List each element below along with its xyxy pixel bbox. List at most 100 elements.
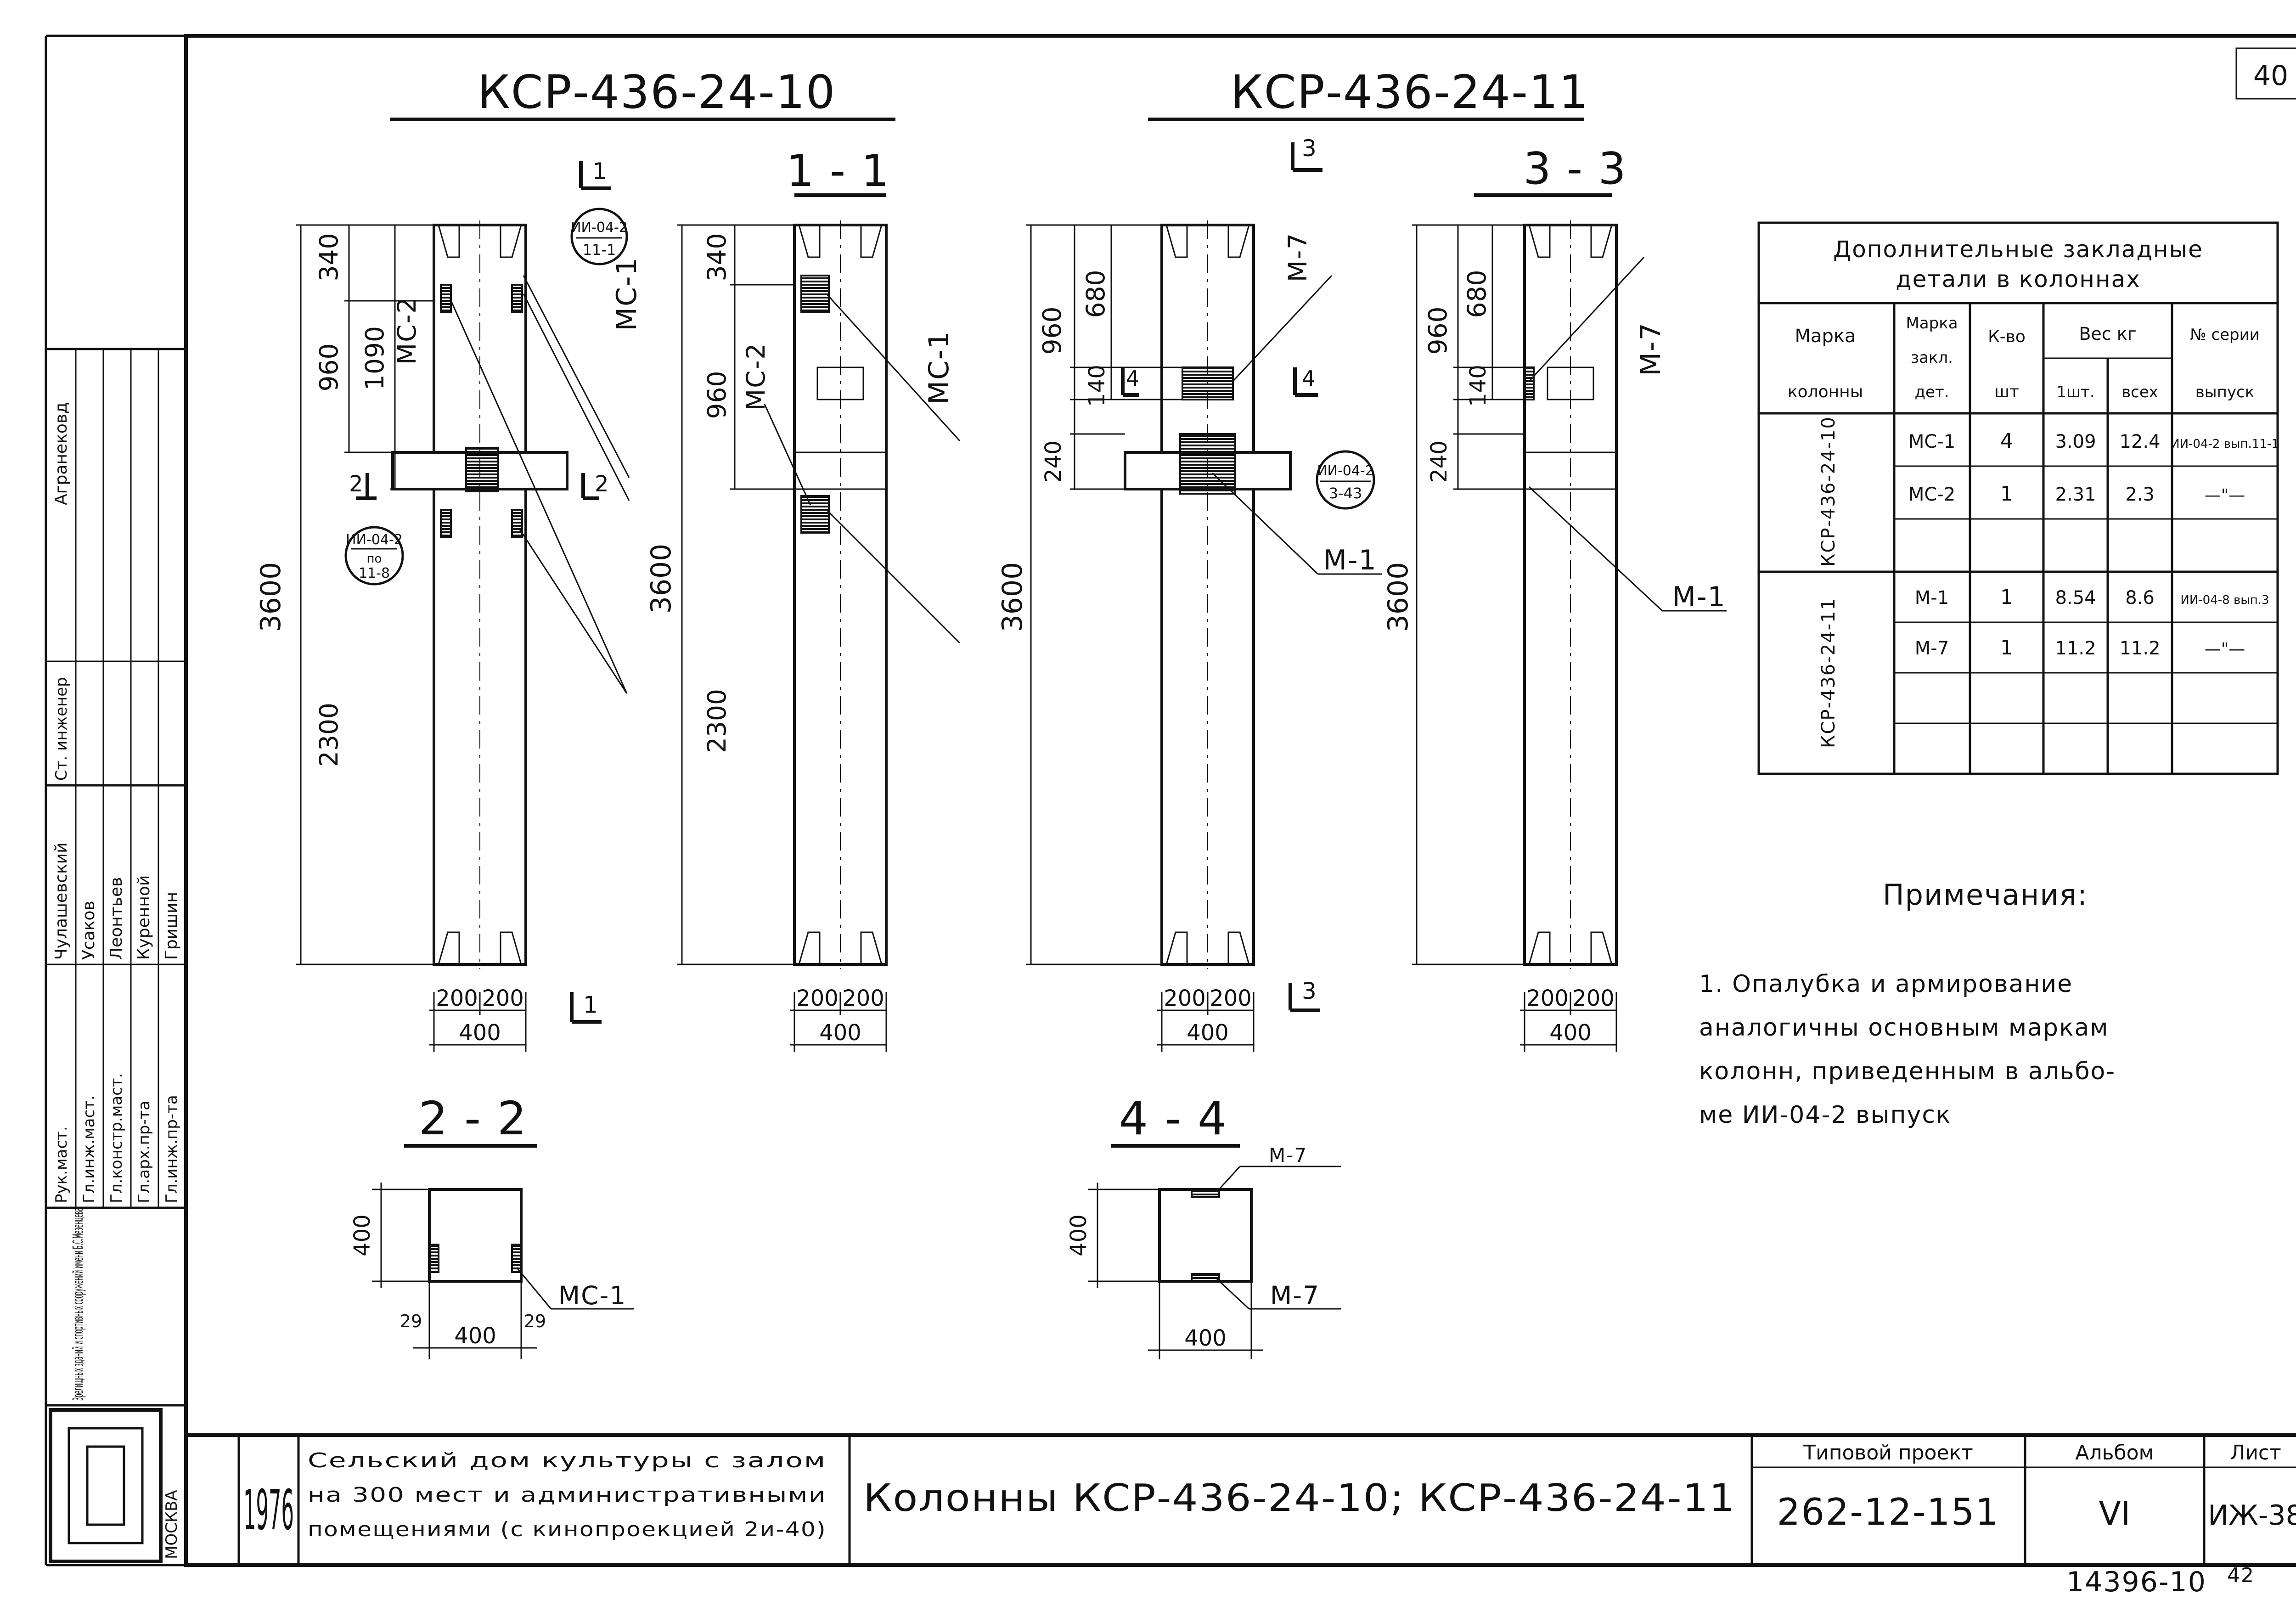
svg-text:1: 1 — [2000, 636, 2013, 659]
cut-2-right: 2 — [581, 471, 609, 500]
dim-960-s: 960 — [702, 371, 732, 419]
section-title-4-4: 4 - 4 — [1119, 1092, 1228, 1145]
svg-text:4: 4 — [1126, 366, 1139, 391]
stamp-name-4: Гришин — [162, 892, 181, 960]
dim-200h: 200 — [1572, 986, 1615, 1011]
cut-3-top: 3 — [1291, 135, 1322, 172]
project-line-2: на 300 мест и административными — [308, 1483, 827, 1507]
sheet-label: Лист — [2230, 1441, 2281, 1465]
th-col5a: № серии — [2190, 326, 2260, 344]
dim-200a: 200 — [436, 986, 478, 1011]
table-group-1-mark: КСР-436-24-10 — [1818, 416, 1839, 567]
page-top-number: 40 — [2253, 60, 2288, 92]
stamp-role-3: Гл.арх.пр-та — [135, 1101, 153, 1203]
dim-200d: 200 — [842, 986, 884, 1011]
callout-ii-04-2-po-11-8: ИИ-04-2 по 11-8 — [344, 526, 404, 586]
stamp-role-2: Гл.констр.маст. — [107, 1073, 126, 1203]
column-ksr-10-front — [391, 220, 568, 969]
section-title-1-1: 1 - 1 — [786, 146, 890, 197]
cut-4-right: 4 — [1293, 366, 1318, 397]
note-line-2: аналогичны основным маркам — [1699, 1014, 2109, 1042]
notes-heading: Примечания: — [1883, 878, 2088, 912]
page-top-box — [2235, 47, 2296, 100]
album-label: Альбом — [2075, 1441, 2154, 1465]
svg-text:2.3: 2.3 — [2125, 484, 2155, 505]
label-m7: М-7 — [1283, 232, 1312, 282]
svg-text:1: 1 — [583, 992, 598, 1018]
dim-960-3: 960 — [1037, 307, 1067, 355]
table-title-2: детали в колоннах — [1896, 266, 2141, 293]
left-drawing-title: КСР-436-24-10 — [478, 65, 836, 119]
label-mc2-s: МС-2 — [741, 343, 771, 411]
th-col2a: Марка — [1906, 314, 1958, 332]
svg-text:3: 3 — [1302, 135, 1317, 162]
left-stamp: Рук.маст. Гл.инж.маст. Гл.констр.маст. Г… — [46, 348, 186, 1563]
right-drawing-title: КСР-436-24-11 — [1231, 65, 1589, 119]
sheet-number: ИЖ-38 — [2208, 1499, 2296, 1532]
callout-ii-04-2-11-1: ИИ-04-2 11-1 — [570, 208, 628, 265]
column-ksr-11-front — [1124, 220, 1292, 969]
title-block: 1976 Сельский дом культуры с залом на 30… — [186, 1433, 2296, 1565]
svg-text:ИИ-04-2: ИИ-04-2 — [346, 532, 403, 548]
label-m7-44b: М-7 — [1270, 1281, 1320, 1310]
cut-3-bottom: 3 — [1289, 978, 1320, 1012]
svg-text:ИИ-04-2 вып.11-1: ИИ-04-2 вып.11-1 — [2171, 437, 2279, 451]
sheet-title: Колонны КСР-436-24-10; КСР-436-24-11 — [863, 1476, 1736, 1520]
dim-29a: 29 — [400, 1311, 422, 1331]
svg-text:3: 3 — [1302, 978, 1317, 1004]
table-title-1: Дополнительные закладные — [1833, 236, 2203, 263]
th-col4b: всех — [2122, 383, 2158, 401]
cut-4-left: 4 — [1121, 366, 1139, 397]
svg-text:11.2: 11.2 — [2055, 638, 2096, 659]
dim-340: 340 — [314, 233, 343, 282]
section-4-4: 400 400 М-7 М-7 — [1066, 1144, 1341, 1359]
dim-340-s: 340 — [702, 233, 732, 282]
svg-text:—"—: —"— — [2205, 640, 2245, 659]
dim-1090: 1090 — [360, 326, 389, 390]
th-col5b: выпуск — [2195, 383, 2254, 401]
archive-page: 42 — [2227, 1564, 2255, 1587]
svg-text:М-1: М-1 — [1915, 587, 1949, 608]
typ-project-label: Типовой проект — [1803, 1441, 1973, 1465]
dim-240: 240 — [1041, 440, 1066, 483]
project-line-3: помещениями (с кинопроекцией 2и-40) — [308, 1518, 827, 1541]
dim-200c: 200 — [796, 986, 838, 1011]
section-title-2-2: 2 - 2 — [419, 1092, 528, 1145]
svg-text:8.6: 8.6 — [2125, 587, 2155, 608]
svg-text:12.4: 12.4 — [2119, 431, 2160, 452]
label-m7-44a: М-7 — [1269, 1144, 1307, 1166]
typ-project-number: 262-12-151 — [1777, 1491, 2000, 1533]
stamp-role-4: Гл.инж.пр-та — [163, 1095, 181, 1203]
svg-text:3.09: 3.09 — [2055, 431, 2096, 452]
note-line-3: колонн, приведенным в альбо- — [1699, 1058, 2116, 1085]
cut-1-bottom: 1 — [570, 992, 602, 1024]
th-col3b: шт — [1994, 383, 2019, 401]
dim-400-22v: 400 — [349, 1214, 375, 1256]
dim-2300-s: 2300 — [702, 689, 732, 753]
dim-400-4: 400 — [1549, 1020, 1592, 1046]
stamp-city: МОСКВА — [163, 1490, 181, 1559]
svg-text:4: 4 — [1302, 366, 1315, 391]
th-col4a: 1шт. — [2056, 383, 2094, 401]
stamp-name-1: Усаков — [79, 901, 98, 960]
note-line-4: ме ИИ-04-2 выпуск — [1699, 1101, 1951, 1129]
column-section-3-3 — [1523, 220, 1618, 969]
label-m1-s: М-1 — [1672, 581, 1726, 613]
label-mc1-22: МС-1 — [558, 1281, 627, 1310]
album-number: VI — [2099, 1495, 2131, 1532]
table-row: М-7 1 11.2 11.2 —"— — [1915, 636, 2245, 659]
dim-960: 960 — [314, 344, 343, 392]
svg-text:ИИ-04-2: ИИ-04-2 — [1317, 463, 1374, 479]
embedded-parts-table: Дополнительные закладные детали в колонн… — [1757, 221, 2279, 775]
section-title-3-3: 3 - 3 — [1523, 144, 1627, 194]
svg-text:1: 1 — [592, 158, 607, 185]
stamp-extra-name: Агранековд — [52, 402, 71, 505]
column-section-1-1 — [793, 220, 888, 969]
th-col2b: закл. — [1911, 349, 1953, 367]
label-mc1-s: МС-1 — [923, 330, 955, 405]
svg-text:ИИ-04-8 вып.3: ИИ-04-8 вып.3 — [2180, 593, 2269, 607]
sheet-frame — [184, 34, 2296, 1567]
dim-2300: 2300 — [314, 703, 343, 767]
dim-140: 140 — [1084, 365, 1110, 407]
